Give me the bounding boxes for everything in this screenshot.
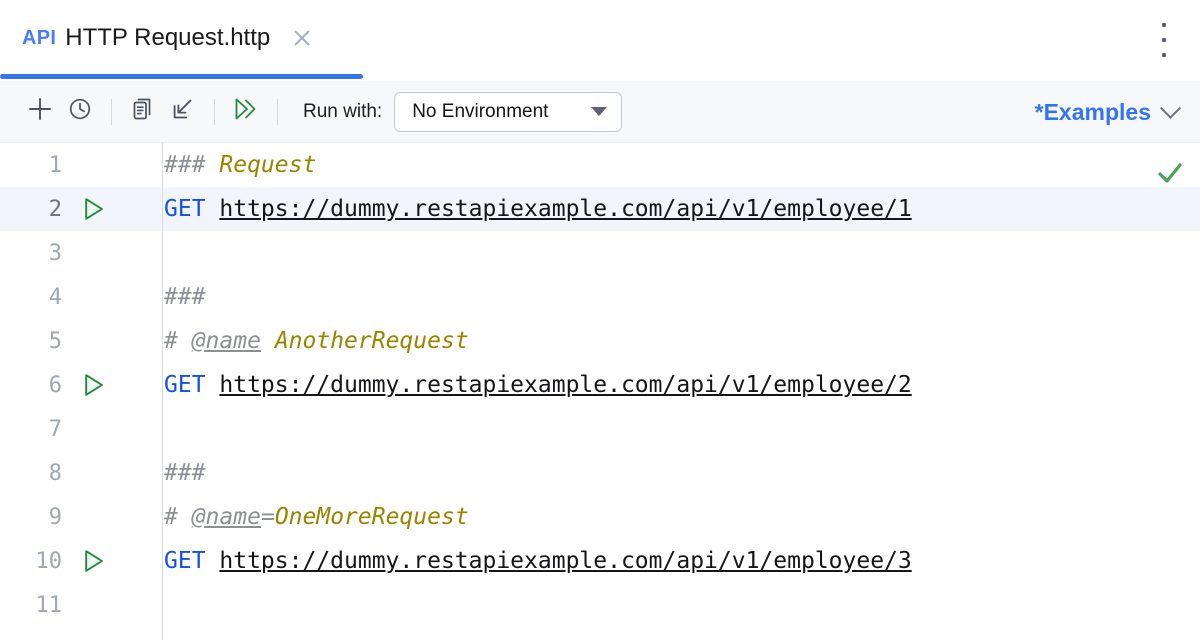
token-comment: #: [164, 504, 192, 530]
code-text[interactable]: GET https://dummy.restapiexample.com/api…: [164, 539, 912, 583]
dot: [1162, 23, 1166, 27]
environment-select-value: No Environment: [412, 100, 549, 122]
token-comment: ###: [164, 284, 206, 310]
examples-dropdown[interactable]: *Examples: [1034, 81, 1182, 143]
dot: [1162, 38, 1166, 42]
editor-tab-bar: API HTTP Request.http: [0, 0, 1200, 81]
line-number: 7: [48, 416, 62, 442]
token-comment: ###: [164, 152, 220, 178]
line-number: 9: [48, 504, 62, 530]
token-method: GET: [164, 548, 220, 574]
double-chevron-right-icon: [231, 95, 261, 128]
code-line[interactable]: 9 # @name=OneMoreRequest: [0, 495, 1200, 539]
line-number: 8: [48, 460, 62, 486]
run-gutter: [62, 196, 162, 222]
run-with-label: Run with:: [303, 100, 383, 122]
run-all-button[interactable]: [226, 92, 266, 132]
code-line[interactable]: 10 GET https://dummy.restapiexample.com/a…: [0, 539, 1200, 583]
active-tab-indicator: [0, 74, 363, 79]
token-method: GET: [164, 372, 220, 398]
code-text[interactable]: GET https://dummy.restapiexample.com/api…: [164, 187, 912, 231]
more-vertical-icon[interactable]: [1154, 23, 1174, 57]
examples-label: *Examples: [1034, 98, 1151, 125]
code-line[interactable]: 6 GET https://dummy.restapiexample.com/ap…: [0, 363, 1200, 407]
clock-icon: [67, 96, 93, 127]
code-text[interactable]: ###: [164, 451, 206, 495]
code-line[interactable]: 11: [0, 583, 1200, 627]
code-line[interactable]: 1 ### Request: [0, 143, 1200, 187]
open-log-button[interactable]: [123, 92, 163, 132]
token-url[interactable]: https://dummy.restapiexample.com/api/v1/…: [219, 548, 912, 574]
plus-icon: [27, 96, 53, 127]
run-request-play-icon[interactable]: [82, 372, 106, 398]
history-button[interactable]: [60, 92, 100, 132]
line-number: 2: [48, 196, 62, 222]
code-text[interactable]: GET https://dummy.restapiexample.com/api…: [164, 363, 912, 407]
convert-import-button[interactable]: [163, 92, 203, 132]
checkmark-ok-icon[interactable]: [1154, 157, 1186, 189]
documents-icon: [130, 96, 156, 127]
line-number: 5: [48, 328, 62, 354]
token-comment-underline: @name: [191, 504, 261, 530]
token-name: Request: [219, 152, 317, 178]
token-comment: ###: [164, 460, 206, 486]
token-method: GET: [164, 196, 220, 222]
code-text[interactable]: ###: [164, 275, 206, 319]
code-line[interactable]: 5 # @name AnotherRequest: [0, 319, 1200, 363]
token-comment: [261, 328, 275, 354]
gutter-divider: [162, 143, 163, 640]
code-line[interactable]: 2 GET https://dummy.restapiexample.com/ap…: [0, 187, 1200, 231]
line-number: 3: [48, 240, 62, 266]
toolbar-separator: [214, 98, 215, 125]
environment-select[interactable]: No Environment: [394, 91, 623, 132]
code-text[interactable]: # @name=OneMoreRequest: [164, 495, 469, 539]
toolbar-separator: [111, 98, 112, 125]
line-number: 6: [48, 372, 62, 398]
code-line[interactable]: 8 ###: [0, 451, 1200, 495]
run-gutter: [62, 372, 162, 398]
run-gutter: [62, 548, 162, 574]
token-url[interactable]: https://dummy.restapiexample.com/api/v1/…: [219, 372, 912, 398]
editor-tab-http-request[interactable]: API HTTP Request.http: [0, 0, 329, 76]
code-line[interactable]: 3: [0, 231, 1200, 275]
token-comment: =: [260, 504, 275, 530]
line-number: 4: [48, 284, 62, 310]
token-name: AnotherRequest: [274, 328, 469, 354]
run-request-play-icon[interactable]: [82, 196, 106, 222]
add-request-button[interactable]: [20, 92, 60, 132]
toolbar-separator: [277, 98, 278, 125]
close-icon[interactable]: [291, 27, 313, 49]
import-arrow-icon: [170, 96, 196, 127]
dot: [1162, 53, 1166, 57]
token-name: OneMoreRequest: [274, 504, 469, 530]
chevron-down-icon: [1159, 97, 1182, 119]
run-request-play-icon[interactable]: [82, 548, 106, 574]
tab-title: HTTP Request.http: [65, 24, 271, 51]
code-text[interactable]: # @name AnotherRequest: [164, 319, 469, 363]
line-number: 11: [35, 592, 63, 618]
file-type-badge: API: [22, 26, 57, 49]
token-comment: #: [164, 328, 192, 354]
code-line[interactable]: 4 ###: [0, 275, 1200, 319]
token-url[interactable]: https://dummy.restapiexample.com/api/v1/…: [219, 196, 912, 222]
http-client-toolbar: Run with: No Environment *Examples: [0, 81, 1200, 143]
token-comment-underline: @name: [191, 328, 261, 354]
code-text[interactable]: ### Request: [164, 143, 316, 187]
line-number: 10: [35, 548, 63, 574]
caret-down-icon: [591, 107, 608, 116]
line-number: 1: [48, 152, 62, 178]
code-line[interactable]: 7: [0, 407, 1200, 451]
